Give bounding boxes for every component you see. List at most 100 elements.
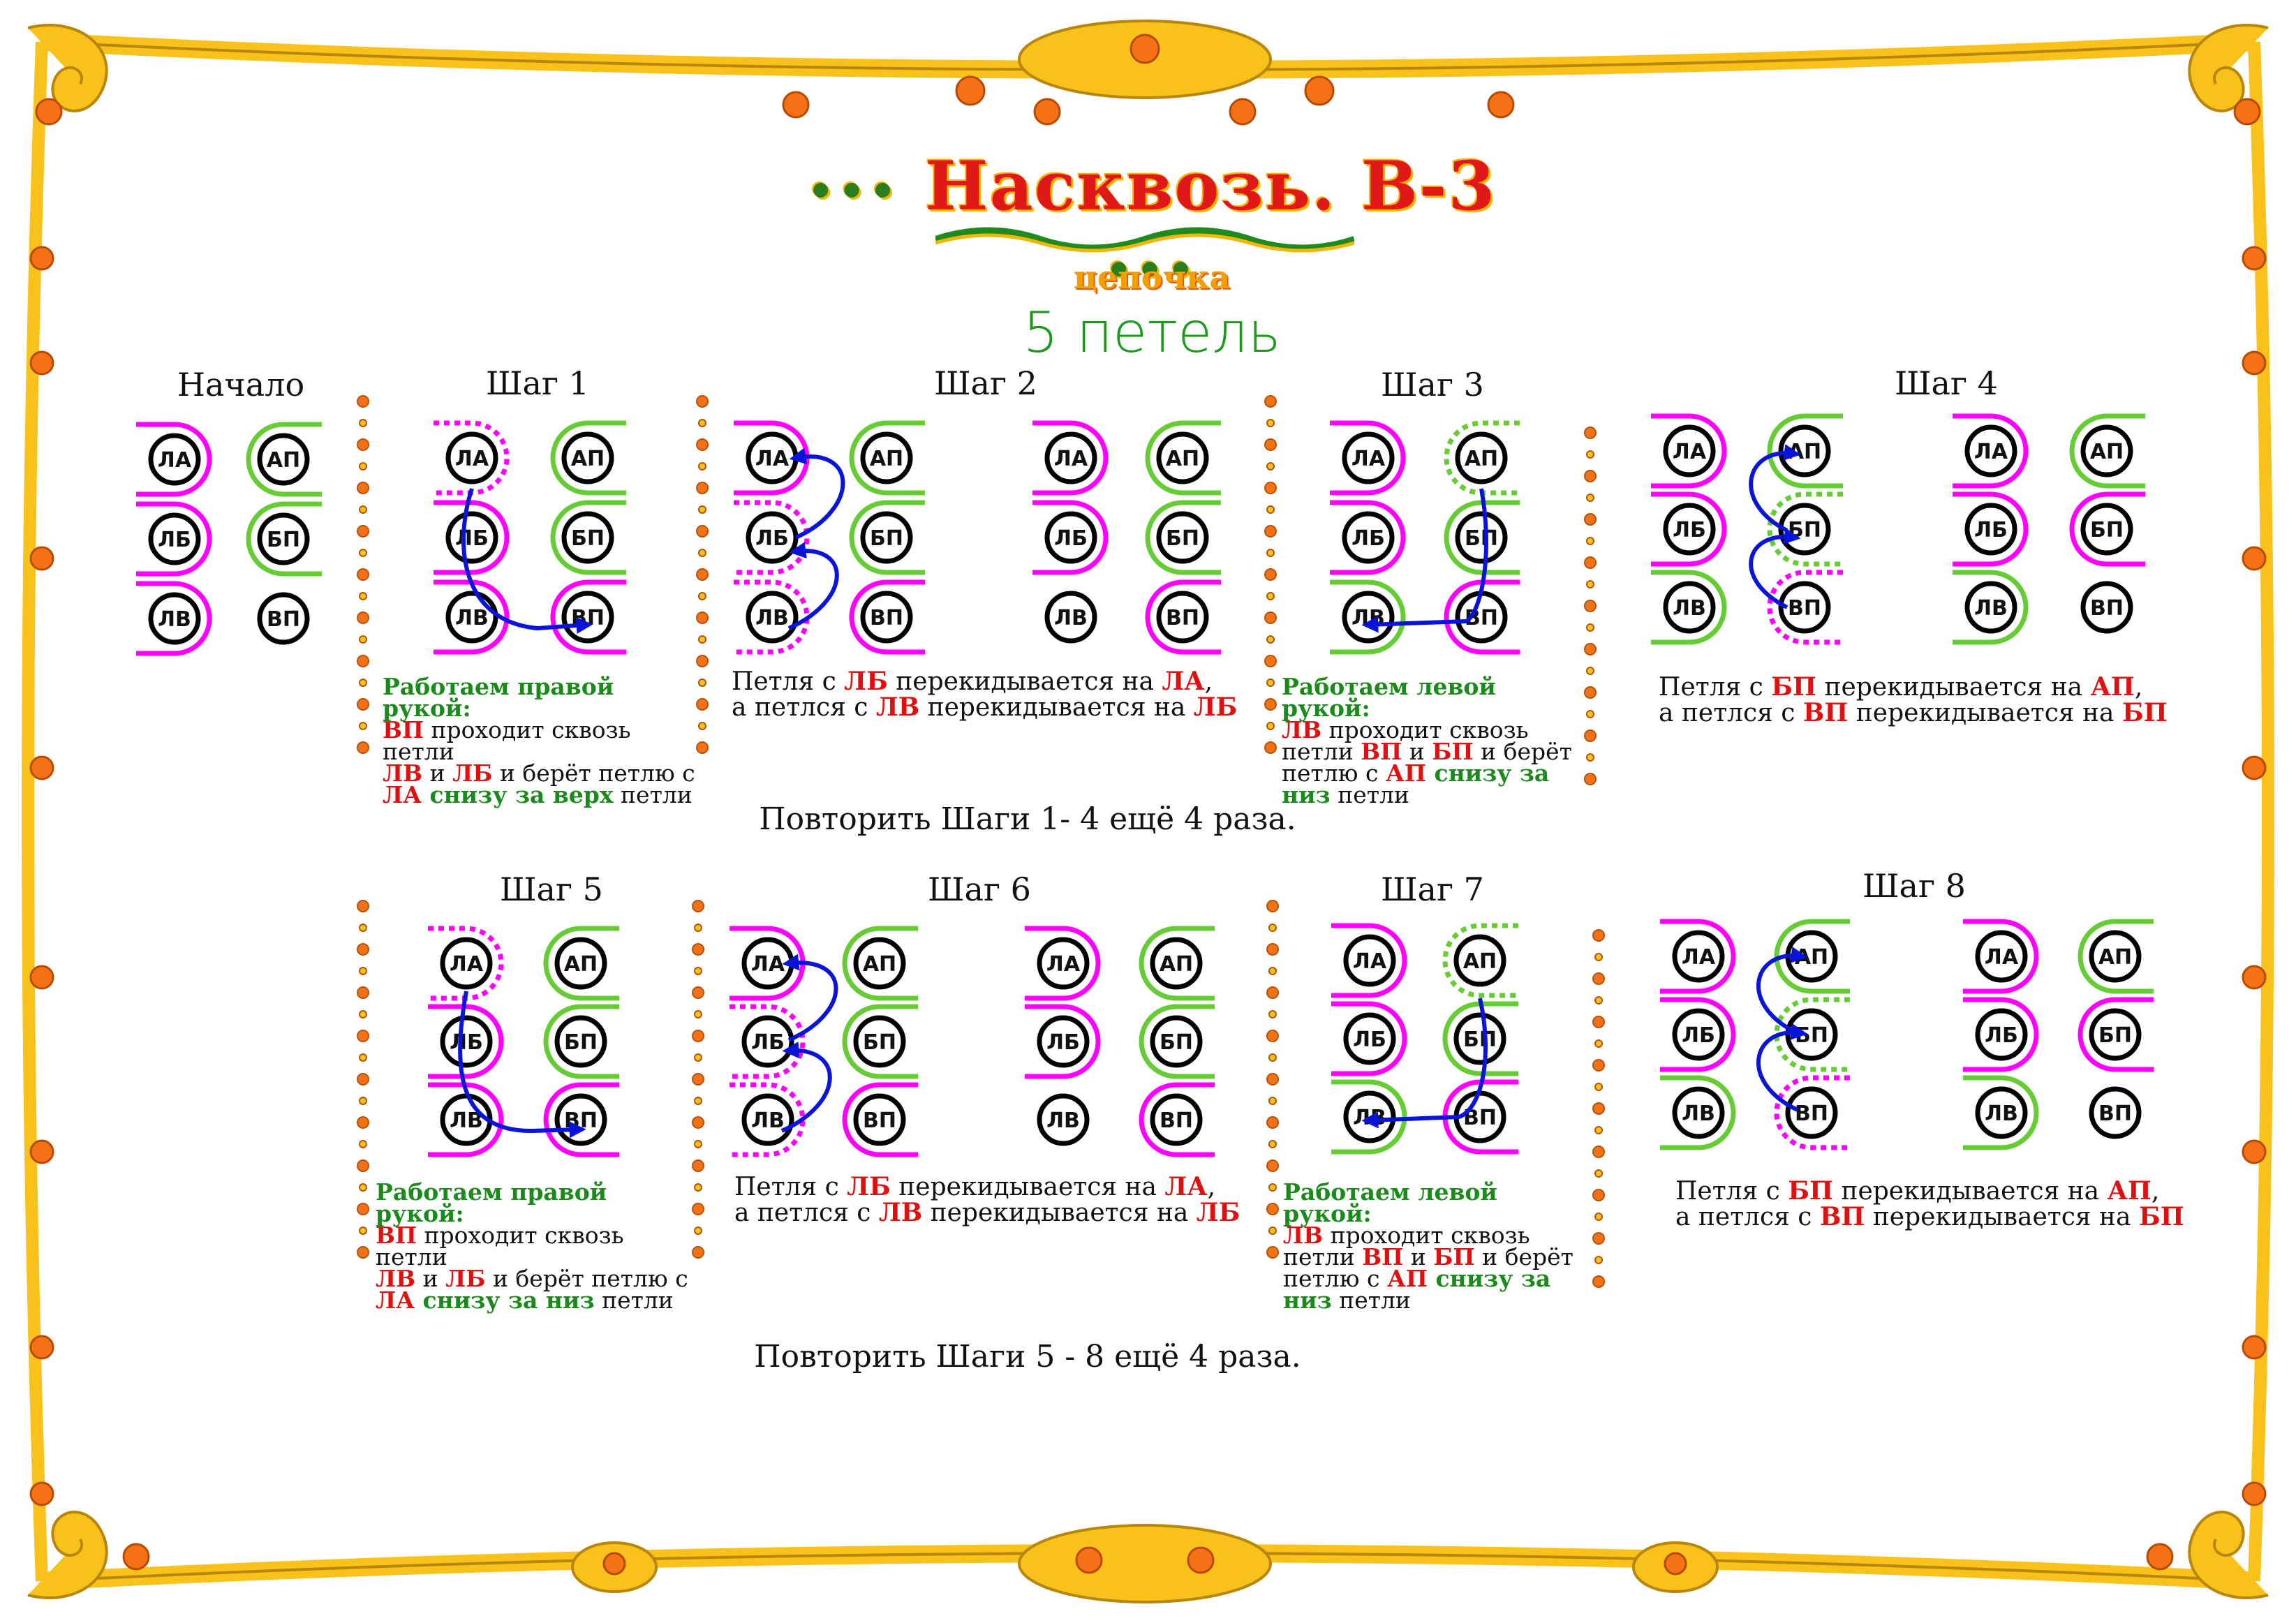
divider-dots [698,505,706,514]
step-heading-2: Шаг 2 [934,364,1037,402]
caption-text: Петля с [734,1173,847,1201]
divider-dots [1586,710,1594,718]
divider-dots [1266,549,1275,557]
start-circle-ap-label: АП [267,448,300,473]
s5-loop-lv [428,1082,504,1157]
caption-text: ЛВ [1282,716,1322,743]
s5-circle-lb-label: ЛБ [450,1030,483,1055]
caption-text: петлю с [1283,1265,1387,1292]
s7-circle-bp-label: БП [1463,1028,1497,1052]
s5-circle-lb [440,1015,493,1068]
s2a-circle-bp [860,511,913,564]
page-title: ••• Насквозь. В-3 ••• [768,147,1536,304]
divider-dots [1266,419,1275,427]
s2a-circle-ap-label: АП [870,447,903,471]
s4b-circle-lv-label: ЛВ [1974,596,2008,621]
loop-count: 5 петель [1023,300,1281,365]
s4b-loop-bp [2069,491,2145,567]
s2b-circle-vp [1156,591,1209,644]
divider-dots [1266,592,1275,600]
s4b-circle-lb [1964,503,2017,556]
s8b-circle-lb-label: ЛБ [1985,1023,2018,1048]
s4b-circle-la-label: ЛА [1974,440,2008,464]
divider-dots [1264,525,1277,538]
step-heading-1: Шаг 1 [486,364,589,402]
divider-dots [357,943,369,956]
s4a-circle-lv [1663,581,1716,634]
s6b-loop-bp [1139,1004,1215,1079]
s4b-loop-la [1953,413,2029,489]
caption-text: ЛБ [1196,1198,1240,1227]
divider-dots [1584,470,1597,482]
s1-circle-lb-label: ЛБ [455,526,489,551]
s6a-loop-ap [842,926,918,1001]
s8b-circle-lv-label: ЛВ [1985,1102,2018,1126]
divider-dots [1592,1059,1605,1072]
divider-dots [694,1053,702,1062]
divider-dots [1266,505,1275,514]
divider-dots [1264,568,1277,581]
caption-text: проходит сквозь [1321,716,1529,743]
divider-dots [698,722,706,730]
s8a-circle-la [1672,930,1725,983]
s6b-loop-la [1025,926,1101,1001]
caption-text: БП [1432,738,1474,765]
s6b-loop-ap [1139,926,1215,1001]
divider-dots [694,924,702,932]
s6a-loop-bp [842,1004,918,1079]
divider-dots [1592,1189,1605,1201]
divider-dots [359,505,367,514]
caption-text: ЛБ [445,1265,486,1292]
caption-text: петли [1331,1287,1411,1314]
divider-dots [696,395,709,408]
divider-dots [696,698,709,711]
s6a-circle-ap-label: АП [863,952,896,977]
caption-text: снизу за верх [422,781,614,808]
divider-dots [694,1183,702,1192]
divider-dots [359,1183,367,1192]
s3-circle-lv-label: ЛВ [1351,606,1385,630]
caption-text: петли [1282,738,1361,765]
divider-dots [357,525,369,538]
s6b-circle-bp-label: БП [1160,1030,1193,1055]
divider-dots [1268,1226,1277,1235]
s6a-circle-lv [741,1093,794,1146]
divider-dots [1268,924,1277,932]
divider-dots [1266,943,1279,956]
caption-text: а петлся с [1659,699,1803,727]
start-circle-la [148,433,201,486]
s2b-circle-bp [1156,511,1209,564]
s1-loop-lv [434,579,510,655]
divider-dots [1266,1116,1279,1129]
step-heading-7: Шаг 7 [1381,870,1484,908]
s2b-circle-bp-label: БП [1166,526,1199,551]
s4a-circle-vp [1778,581,1831,634]
s2b-circle-lv-label: ЛВ [1054,606,1088,630]
s7-circle-bp [1453,1012,1506,1065]
s3-loop-bp [1444,500,1520,575]
divider-dots [1594,1039,1603,1048]
s4-arrow-lower [1749,528,1801,609]
caption-text: перекидывается на [1816,673,2091,702]
s6b-circle-vp [1150,1093,1203,1146]
caption-text: , [2134,673,2143,702]
divider-dots [696,655,709,667]
s1-loop-ap [550,420,626,496]
s4b-circle-lb-label: ЛБ [1974,518,2008,542]
divider-dots [1584,600,1597,612]
caption-text: Петля с [1659,673,1772,702]
s3-circle-la-label: ЛА [1351,447,1386,471]
s6a-loop-vp [842,1082,918,1157]
start-circle-lb-label: ЛБ [158,528,191,552]
caption-text: ЛВ [383,759,423,787]
divider-dots [1266,1203,1279,1215]
divider-dots [1594,1083,1603,1091]
s8b-circle-vp-label: ВП [2098,1102,2132,1126]
divider-dots [1266,1073,1279,1085]
divider-dots [698,592,706,600]
caption-text: и берёт петлю с [485,1265,688,1292]
s1-circle-la-label: ЛА [455,447,489,471]
start-loop-la [136,422,212,497]
caption-text: ЛБ [844,667,888,696]
divider-dots [1594,1256,1603,1264]
